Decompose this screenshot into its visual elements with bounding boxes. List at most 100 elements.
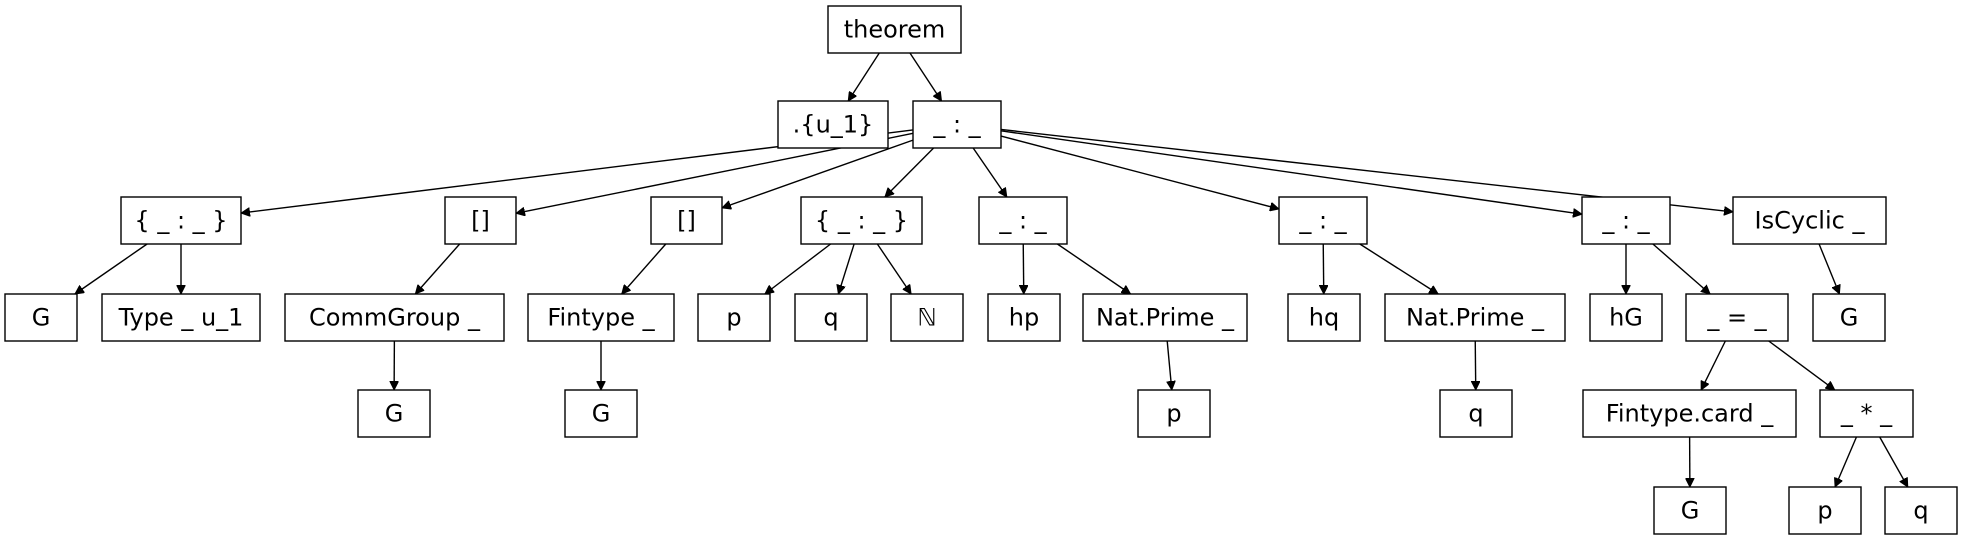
node-label: Nat.Prime _ (1406, 304, 1545, 332)
node-box (4, 293, 78, 342)
node-label: .{u_1} (793, 111, 874, 139)
node-label: ℕ (917, 304, 936, 332)
tree-node-colon-hG: _ : _ (1581, 196, 1671, 245)
tree-node-p2: p (1137, 389, 1211, 438)
edge-binder-pq-to-q1 (838, 243, 855, 294)
node-box (1278, 196, 1368, 245)
node-label: { _ : _ } (134, 207, 227, 235)
node-box (1653, 486, 1727, 535)
tree-node-G1: G (4, 293, 78, 342)
tree-node-type-u1: Type _ u_1 (101, 293, 261, 342)
edge-binder-pq-to-p1 (765, 243, 832, 294)
edge-colon-main-to-colon-hG (1000, 130, 1582, 214)
edge-iscyclic-to-G-cyc (1818, 243, 1839, 294)
tree-node-p3: p (1788, 486, 1862, 535)
node-box (794, 293, 868, 342)
tree-node-fintype: Fintype _ (527, 293, 675, 342)
edge-colon-main-to-colon-hp (972, 147, 1008, 197)
edge-colon-main-to-binder-pq (885, 147, 935, 197)
tree-node-hp: hp (987, 293, 1061, 342)
tree-node-colon-main: _ : _ (912, 100, 1002, 149)
node-label: _ : _ (1601, 207, 1650, 235)
node-label: [] (471, 207, 490, 235)
edge-inst2-to-fintype (622, 243, 667, 294)
tree-node-colon-hp: _ : _ (978, 196, 1068, 245)
node-box (1082, 293, 1248, 342)
node-label: [] (677, 207, 696, 235)
node-label: IsCyclic _ (1755, 207, 1866, 235)
node-label: Fintype.card _ (1606, 400, 1774, 428)
node-box (1137, 389, 1211, 438)
node-box (987, 293, 1061, 342)
node-label: hp (1009, 304, 1039, 332)
edge-theorem-to-colon-main (909, 52, 943, 101)
tree-node-p1: p (697, 293, 771, 342)
tree-node-eq: _ = _ (1685, 293, 1789, 342)
tree-node-G-fin: G (564, 389, 638, 438)
node-box (697, 293, 771, 342)
edge-colon-hq-to-hq (1323, 243, 1324, 294)
edge-mul-to-p3 (1835, 436, 1858, 487)
tree-node-commgroup: CommGroup _ (284, 293, 505, 342)
tree-node-nat: ℕ (890, 293, 964, 342)
node-label: p (1166, 400, 1181, 428)
edge-colon-hq-to-natprime-q (1359, 243, 1438, 295)
node-label: hG (1609, 304, 1643, 332)
node-label: theorem (844, 16, 946, 44)
tree-node-q3: q (1884, 486, 1958, 535)
tree-node-iscyclic: IsCyclic _ (1732, 196, 1887, 245)
tree-node-G-comm: G (357, 389, 431, 438)
node-label: q (1913, 497, 1928, 525)
tree-node-natprime-q: Nat.Prime _ (1384, 293, 1566, 342)
tree-node-G-card: G (1653, 486, 1727, 535)
node-label: p (726, 304, 741, 332)
node-label: G (1840, 304, 1859, 332)
tree-node-binder-G: { _ : _ } (120, 196, 242, 245)
node-box (527, 293, 675, 342)
node-label: Fintype _ (547, 304, 655, 332)
tree-node-inst1: [] (444, 196, 517, 245)
tree-node-q2: q (1439, 389, 1513, 438)
node-box (284, 293, 505, 342)
tree-node-card: Fintype.card _ (1582, 389, 1797, 438)
tree-node-hG: hG (1589, 293, 1663, 342)
node-box (800, 196, 923, 245)
node-label: _ : _ (998, 207, 1047, 235)
node-box (1287, 293, 1361, 342)
tree-node-natprime-p: Nat.Prime _ (1082, 293, 1248, 342)
edge-colon-hp-to-hp (1023, 243, 1024, 294)
node-label: _ : _ (932, 111, 981, 139)
edge-natprime-p-to-p2 (1167, 340, 1172, 390)
node-box (1589, 293, 1663, 342)
node-label: p (1817, 497, 1832, 525)
tree-node-binder-pq: { _ : _ } (800, 196, 923, 245)
edge-colon-hG-to-eq (1652, 243, 1710, 294)
tree-node-q1: q (794, 293, 868, 342)
node-box (1788, 486, 1862, 535)
node-box (1884, 486, 1958, 535)
edge-colon-main-to-inst2 (722, 139, 914, 208)
node-box (564, 389, 638, 438)
node-box (1812, 293, 1886, 342)
node-box (1439, 389, 1513, 438)
edge-eq-to-card (1700, 340, 1726, 390)
node-box (978, 196, 1068, 245)
edge-binder-G-to-G1 (75, 243, 148, 295)
node-box (777, 100, 889, 149)
node-label: G (32, 304, 51, 332)
node-label: CommGroup _ (309, 304, 481, 332)
tree-node-inst2: [] (650, 196, 723, 245)
tree-node-theorem: theorem (827, 5, 962, 54)
node-label: _ : _ (1298, 207, 1347, 235)
edge-mul-to-q3 (1879, 436, 1909, 487)
node-label: hq (1309, 304, 1339, 332)
edge-colon-hp-to-natprime-p (1057, 243, 1130, 295)
edge-inst1-to-commgroup (415, 243, 461, 294)
node-box (1384, 293, 1566, 342)
edge-colon-main-to-colon-hq (1000, 135, 1279, 209)
node-box (827, 5, 962, 54)
node-label: G (385, 400, 404, 428)
node-label: q (1468, 400, 1483, 428)
node-box (444, 196, 517, 245)
